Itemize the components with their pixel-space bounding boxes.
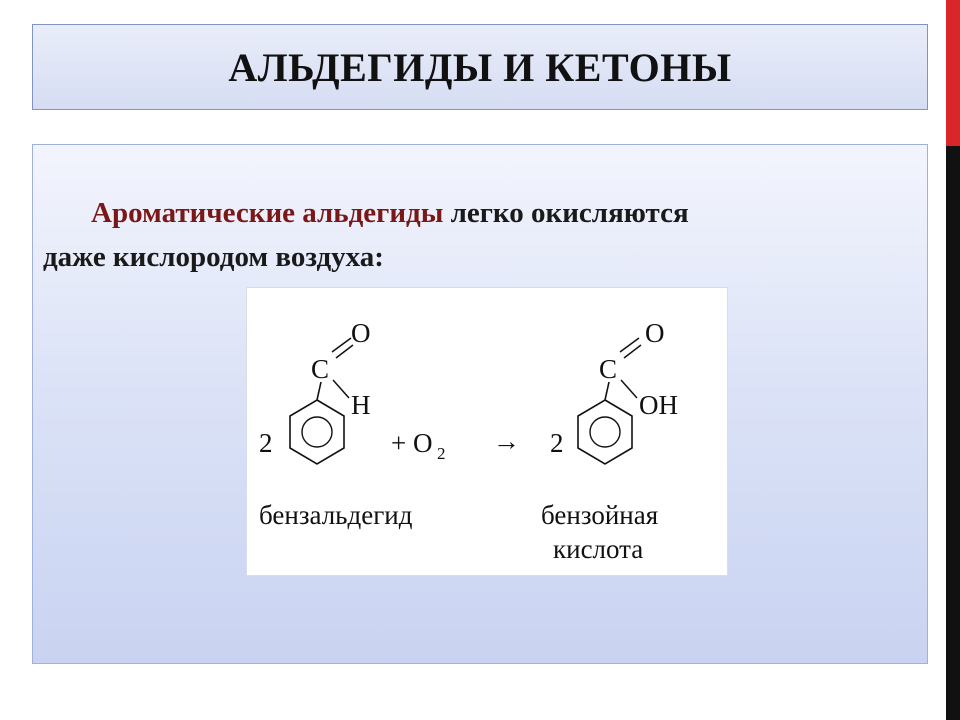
benzaldehyde-c-o-bond-2 bbox=[335, 344, 354, 359]
benzoic-acid-ring-circle bbox=[589, 416, 621, 448]
side-accent-bar-dark bbox=[946, 0, 960, 720]
body-text-line1: легко окисляются bbox=[443, 197, 689, 229]
benzaldehyde-carbon: C bbox=[311, 354, 329, 384]
reaction-image: C O H 2 + O 2 → 2 C O OH bbox=[246, 287, 728, 576]
product-name-line2: кислота bbox=[553, 534, 643, 564]
title-box: АЛЬДЕГИДЫ И КЕТОНЫ bbox=[32, 24, 928, 110]
slide-title: АЛЬДЕГИДЫ И КЕТОНЫ bbox=[228, 44, 732, 90]
benzaldehyde-c-o-bond-1 bbox=[331, 337, 352, 353]
reactant-name: бензальдегид bbox=[259, 500, 413, 530]
benzaldehyde-c-h-bond bbox=[332, 379, 350, 399]
benzaldehyde-ring bbox=[289, 399, 345, 465]
body-paragraph: Ароматические альдегиды легко окисляются… bbox=[43, 191, 903, 279]
product-name-line1: бензойная bbox=[541, 500, 658, 530]
benzaldehyde-ring-circle bbox=[301, 416, 333, 448]
benzoic-acid-ring-c-bond bbox=[604, 381, 610, 401]
benzoic-acid-carbon: C bbox=[599, 354, 617, 384]
plus-oxygen: + O bbox=[391, 428, 432, 458]
left-coefficient: 2 bbox=[259, 428, 273, 458]
benzoic-acid-c-o-bond-2 bbox=[623, 344, 642, 359]
oxygen-subscript: 2 bbox=[437, 444, 446, 463]
reaction-scheme: C O H 2 + O 2 → 2 C O OH bbox=[259, 318, 678, 564]
benzaldehyde-structure: C O H bbox=[289, 318, 371, 465]
right-coefficient: 2 bbox=[550, 428, 564, 458]
reaction-arrow: → bbox=[493, 426, 520, 456]
benzoic-acid-hydroxyl: OH bbox=[639, 390, 678, 420]
benzaldehyde-hydrogen: H bbox=[351, 390, 371, 420]
oxygen-reactant: + O 2 bbox=[391, 428, 446, 463]
body-text-line2: даже кислородом воздуха: bbox=[43, 241, 384, 273]
body-highlight: Ароматические альдегиды bbox=[91, 197, 444, 229]
benzoic-acid-c-oh-bond bbox=[620, 379, 638, 399]
benzaldehyde-ring-c-bond bbox=[316, 381, 322, 401]
benzoic-acid-oxygen: O bbox=[645, 318, 665, 348]
benzoic-acid-c-o-bond-1 bbox=[619, 337, 640, 353]
benzaldehyde-oxygen: O bbox=[351, 318, 371, 348]
benzoic-acid-ring bbox=[577, 399, 633, 465]
side-accent-bar-red bbox=[946, 0, 960, 146]
benzoic-acid-structure: C O OH bbox=[577, 318, 678, 465]
